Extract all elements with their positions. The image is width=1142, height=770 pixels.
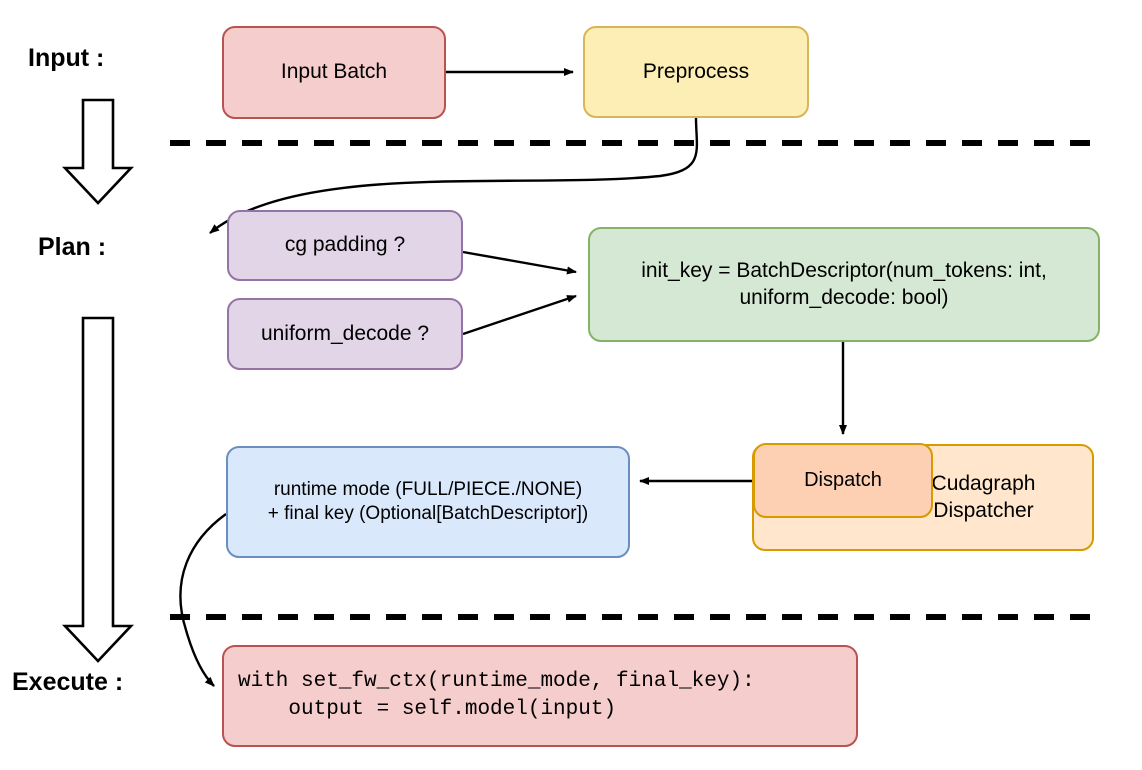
init-key-label: init_key = BatchDescriptor(num_tokens: i… [641, 258, 1047, 309]
block-arrow-input-to-plan [61, 98, 135, 205]
preprocess-label: Preprocess [642, 59, 750, 83]
input-batch-node[interactable]: Input Batch [222, 26, 446, 119]
stage-label-input: Input : [28, 44, 105, 72]
connector-cg-padding-to-init-key [462, 250, 577, 275]
cudagraph-dispatcher-label: Cudagraph Dispatcher [931, 471, 1036, 522]
input-batch-label: Input Batch [280, 60, 388, 84]
cg-padding-label: cg padding ? [284, 233, 406, 257]
stage-label-plan: Plan : [38, 233, 107, 261]
runtime-mode-label: runtime mode (FULL/PIECE./NONE) + final … [267, 478, 589, 524]
preprocess-node[interactable]: Preprocess [583, 26, 809, 118]
connector-runtime-mode-to-execute-code [179, 513, 227, 687]
uniform-decode-node[interactable]: uniform_decode ? [227, 298, 463, 370]
execute-code-label: with set_fw_ctx(runtime_mode, final_key)… [238, 669, 755, 721]
runtime-mode-node[interactable]: runtime mode (FULL/PIECE./NONE) + final … [226, 446, 630, 558]
cg-padding-node[interactable]: cg padding ? [227, 210, 463, 281]
connector-uniform-decode-to-init-key [462, 294, 577, 336]
init-key-batchdescriptor-node[interactable]: init_key = BatchDescriptor(num_tokens: i… [588, 227, 1100, 342]
dispatch-node[interactable]: Dispatch [753, 443, 933, 518]
dispatch-label: Dispatch [804, 468, 882, 491]
uniform-decode-label: uniform_decode ? [260, 321, 430, 345]
stage-label-execute: Execute : [12, 668, 124, 696]
execute-code-node[interactable]: with set_fw_ctx(runtime_mode, final_key)… [222, 645, 858, 747]
block-arrow-plan-to-execute [61, 316, 135, 663]
